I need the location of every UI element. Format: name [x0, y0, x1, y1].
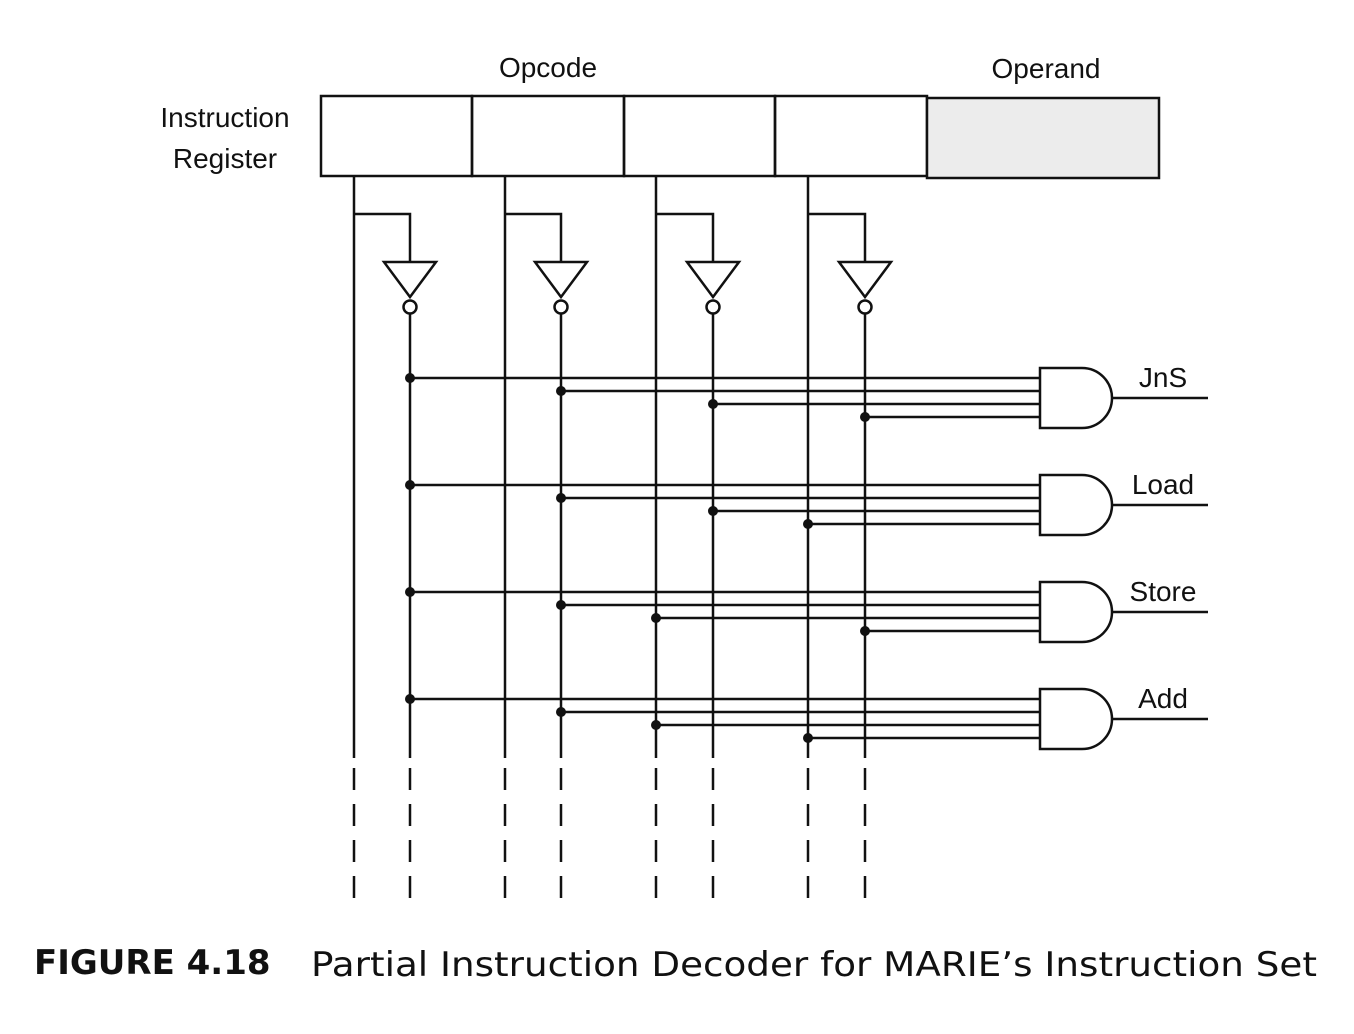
and-gate-load [1038, 473, 1114, 537]
bit-2-branch-wire [505, 212, 563, 262]
output-label-load: Load [1132, 469, 1194, 500]
output-label-add: Add [1138, 683, 1188, 714]
figure-caption: Partial Instruction Decoder for MARIE’s … [311, 945, 1317, 985]
junction-dot [860, 626, 870, 636]
bit-0-branch-wire [808, 212, 867, 262]
output-labels: JnS Load Store Add [1130, 362, 1197, 714]
junction-dot [651, 720, 661, 730]
opcode-label: Opcode [499, 52, 597, 83]
junction-dot [803, 519, 813, 529]
junction-dot [556, 600, 566, 610]
junction-dot [405, 480, 415, 490]
inverter-1-bubble [705, 299, 721, 315]
inverter-1 [684, 260, 742, 300]
opcode-bit-1-cell [622, 94, 777, 178]
bit-3-branch-wire [354, 212, 412, 262]
junction-dot [708, 399, 718, 409]
inverter-3 [381, 260, 439, 300]
operand-cell [925, 96, 1161, 180]
junction-dot [556, 707, 566, 717]
inverter-0 [836, 260, 894, 300]
junction-dots [405, 373, 870, 743]
output-label-store: Store [1130, 576, 1197, 607]
opcode-bit-2-cell [470, 94, 626, 178]
and-gate-input-wires [410, 376, 1040, 740]
figure-number: FIGURE 4.18 [34, 943, 271, 983]
junction-dot [651, 613, 661, 623]
junction-dot [803, 733, 813, 743]
opcode-bit-3-cell [319, 94, 474, 178]
and-gate-jns [1038, 366, 1114, 430]
register-label-line2: Register [173, 143, 277, 174]
output-label-jns: JnS [1139, 362, 1187, 393]
junction-dot [708, 506, 718, 516]
inverter-2-bubble [553, 299, 569, 315]
junction-dot [405, 694, 415, 704]
inverter-3-bubble [402, 299, 418, 315]
junction-dot [556, 493, 566, 503]
junction-dot [405, 373, 415, 383]
and-gate-store [1038, 580, 1114, 644]
junction-dot [405, 587, 415, 597]
junction-dot [860, 412, 870, 422]
operand-label: Operand [992, 53, 1101, 84]
junction-dot [556, 386, 566, 396]
inverter-2 [532, 260, 590, 300]
and-gate-add [1038, 687, 1114, 751]
register-label-line1: Instruction [160, 102, 289, 133]
opcode-bit-0-cell [773, 94, 929, 178]
inverters [381, 260, 894, 315]
bit-1-branch-wire [656, 212, 715, 262]
and-gates [1038, 366, 1208, 751]
inverter-0-bubble [857, 299, 873, 315]
instruction-register [319, 94, 1161, 180]
bit-lines [352, 176, 867, 898]
